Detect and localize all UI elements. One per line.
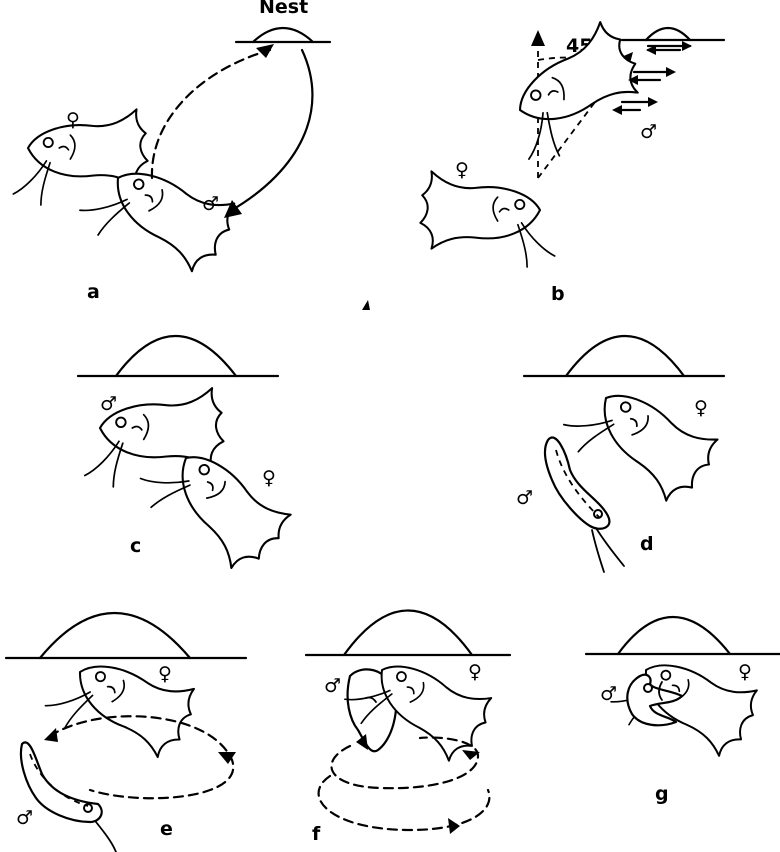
nest-dome-b	[646, 28, 690, 40]
male-fish-e	[21, 742, 116, 852]
nest-dome-c	[116, 336, 236, 376]
female-fish-b	[420, 171, 554, 267]
panel-e: ♀ ♂ e	[6, 613, 246, 852]
nest-dome-f	[344, 611, 472, 656]
panel-b: 45° ♂ ♀ b	[420, 17, 724, 305]
nest-label: Nest	[259, 0, 308, 18]
stray-mark	[362, 300, 370, 310]
panel-a: Nest ♀ ♂ a	[13, 0, 330, 303]
panel-f: ♂ ♀ f	[306, 611, 510, 846]
male-symbol-c: ♂	[100, 393, 117, 415]
female-symbol-a: ♀	[66, 109, 80, 131]
panel-c: ♂ ♀ c	[78, 336, 298, 589]
panel-label-d: d	[640, 533, 654, 555]
panel-label-a: a	[87, 281, 100, 303]
nest-dome-g	[618, 617, 730, 654]
male-symbol-f: ♂	[324, 675, 341, 697]
female-symbol-f: ♀	[468, 661, 482, 683]
arrow-head-e1	[44, 728, 58, 742]
panel-label-c: c	[130, 535, 141, 557]
female-symbol-b: ♀	[455, 159, 469, 181]
dashed-path-to-nest	[152, 50, 270, 178]
male-fish-d	[545, 437, 624, 572]
nest-dome-e	[40, 613, 190, 658]
male-symbol-g: ♂	[600, 683, 617, 705]
male-symbol-a: ♂	[202, 193, 219, 215]
nest-dome	[253, 28, 313, 42]
panel-label-e: e	[160, 818, 173, 840]
female-symbol-c: ♀	[262, 467, 276, 489]
circling-path-f2	[319, 776, 490, 830]
female-symbol-d: ♀	[694, 397, 708, 419]
solid-path-from-nest	[232, 50, 312, 210]
arrow-head-f3	[448, 818, 460, 834]
arrow-head-nest	[256, 44, 274, 58]
panel-d: ♀ ♂ d	[516, 336, 726, 572]
panel-label-f: f	[312, 823, 321, 845]
male-symbol-d: ♂	[516, 487, 533, 509]
arrow-head-vertical	[531, 30, 545, 46]
male-symbol-e: ♂	[16, 807, 33, 829]
female-fish-e	[40, 631, 204, 779]
female-symbol-e: ♀	[158, 663, 172, 685]
panel-label-b: b	[551, 283, 565, 305]
panel-label-g: g	[655, 783, 669, 805]
female-symbol-g: ♀	[738, 661, 752, 683]
panel-g: ♀ ♂ g	[586, 617, 780, 805]
nest-dome-d	[566, 336, 684, 376]
male-symbol-b: ♂	[640, 121, 657, 143]
